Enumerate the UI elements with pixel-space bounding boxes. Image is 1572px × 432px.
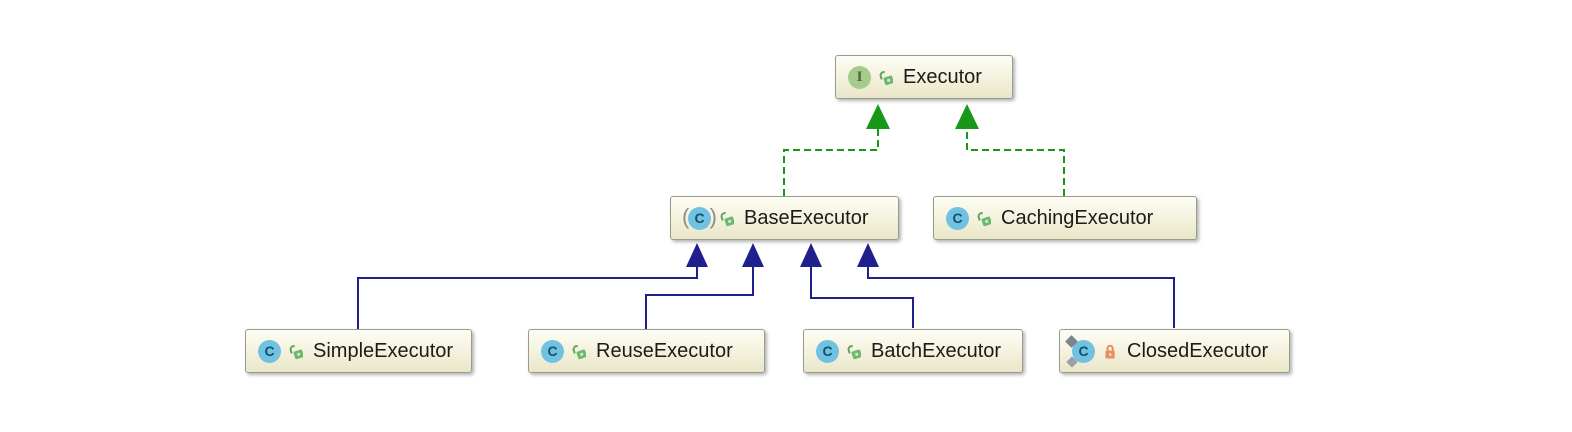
arrowhead-implements-icon — [955, 104, 979, 129]
class-node-closed-executor[interactable]: C ClosedExecutor — [1059, 329, 1290, 373]
private-closed-lock-icon — [1105, 344, 1115, 358]
class-node-caching-executor[interactable]: C CachingExecutor — [933, 196, 1197, 240]
class-icon: C — [541, 339, 564, 363]
public-open-lock-icon — [977, 211, 991, 226]
public-open-lock-icon — [572, 344, 586, 359]
class-node-base-executor[interactable]: ( C ) BaseExecutor — [670, 196, 899, 240]
node-label: ReuseExecutor — [596, 339, 733, 362]
abstract-class-icon: ( C ) — [682, 204, 717, 230]
public-open-lock-icon — [720, 211, 734, 226]
edge-simpleexecutor-extends-baseexecutor — [357, 266, 698, 329]
inner-class-icon: C — [1065, 334, 1095, 368]
edge-cachingexecutor-implements-executor — [966, 129, 1065, 196]
public-open-lock-icon — [289, 344, 303, 359]
edge-closedexecutor-extends-baseexecutor — [867, 266, 1175, 328]
node-label: SimpleExecutor — [313, 339, 454, 362]
class-icon: C — [816, 339, 839, 363]
class-node-reuse-executor[interactable]: C ReuseExecutor — [528, 329, 765, 373]
interface-icon: I — [848, 65, 871, 89]
class-node-simple-executor[interactable]: C SimpleExecutor — [245, 329, 472, 373]
arrowhead-implements-icon — [866, 104, 890, 129]
arrowhead-extends-icon — [800, 243, 822, 267]
public-open-lock-icon — [847, 344, 861, 359]
class-icon: C — [258, 339, 281, 363]
edge-batchexecutor-extends-baseexecutor — [810, 266, 914, 328]
node-label: BaseExecutor — [744, 206, 869, 229]
edge-reuseexecutor-extends-baseexecutor — [645, 266, 754, 329]
arrowhead-extends-icon — [686, 243, 708, 267]
node-label: CachingExecutor — [1001, 206, 1154, 229]
arrowhead-extends-icon — [742, 243, 764, 267]
arrowhead-extends-icon — [857, 243, 879, 267]
class-node-batch-executor[interactable]: C BatchExecutor — [803, 329, 1023, 373]
node-label: Executor — [903, 65, 982, 88]
node-label: ClosedExecutor — [1127, 339, 1269, 362]
class-icon: C — [946, 206, 969, 230]
public-open-lock-icon — [879, 70, 893, 85]
node-label: BatchExecutor — [871, 339, 1002, 362]
edge-baseexecutor-implements-executor — [783, 129, 879, 196]
class-node-executor[interactable]: I Executor — [835, 55, 1013, 99]
